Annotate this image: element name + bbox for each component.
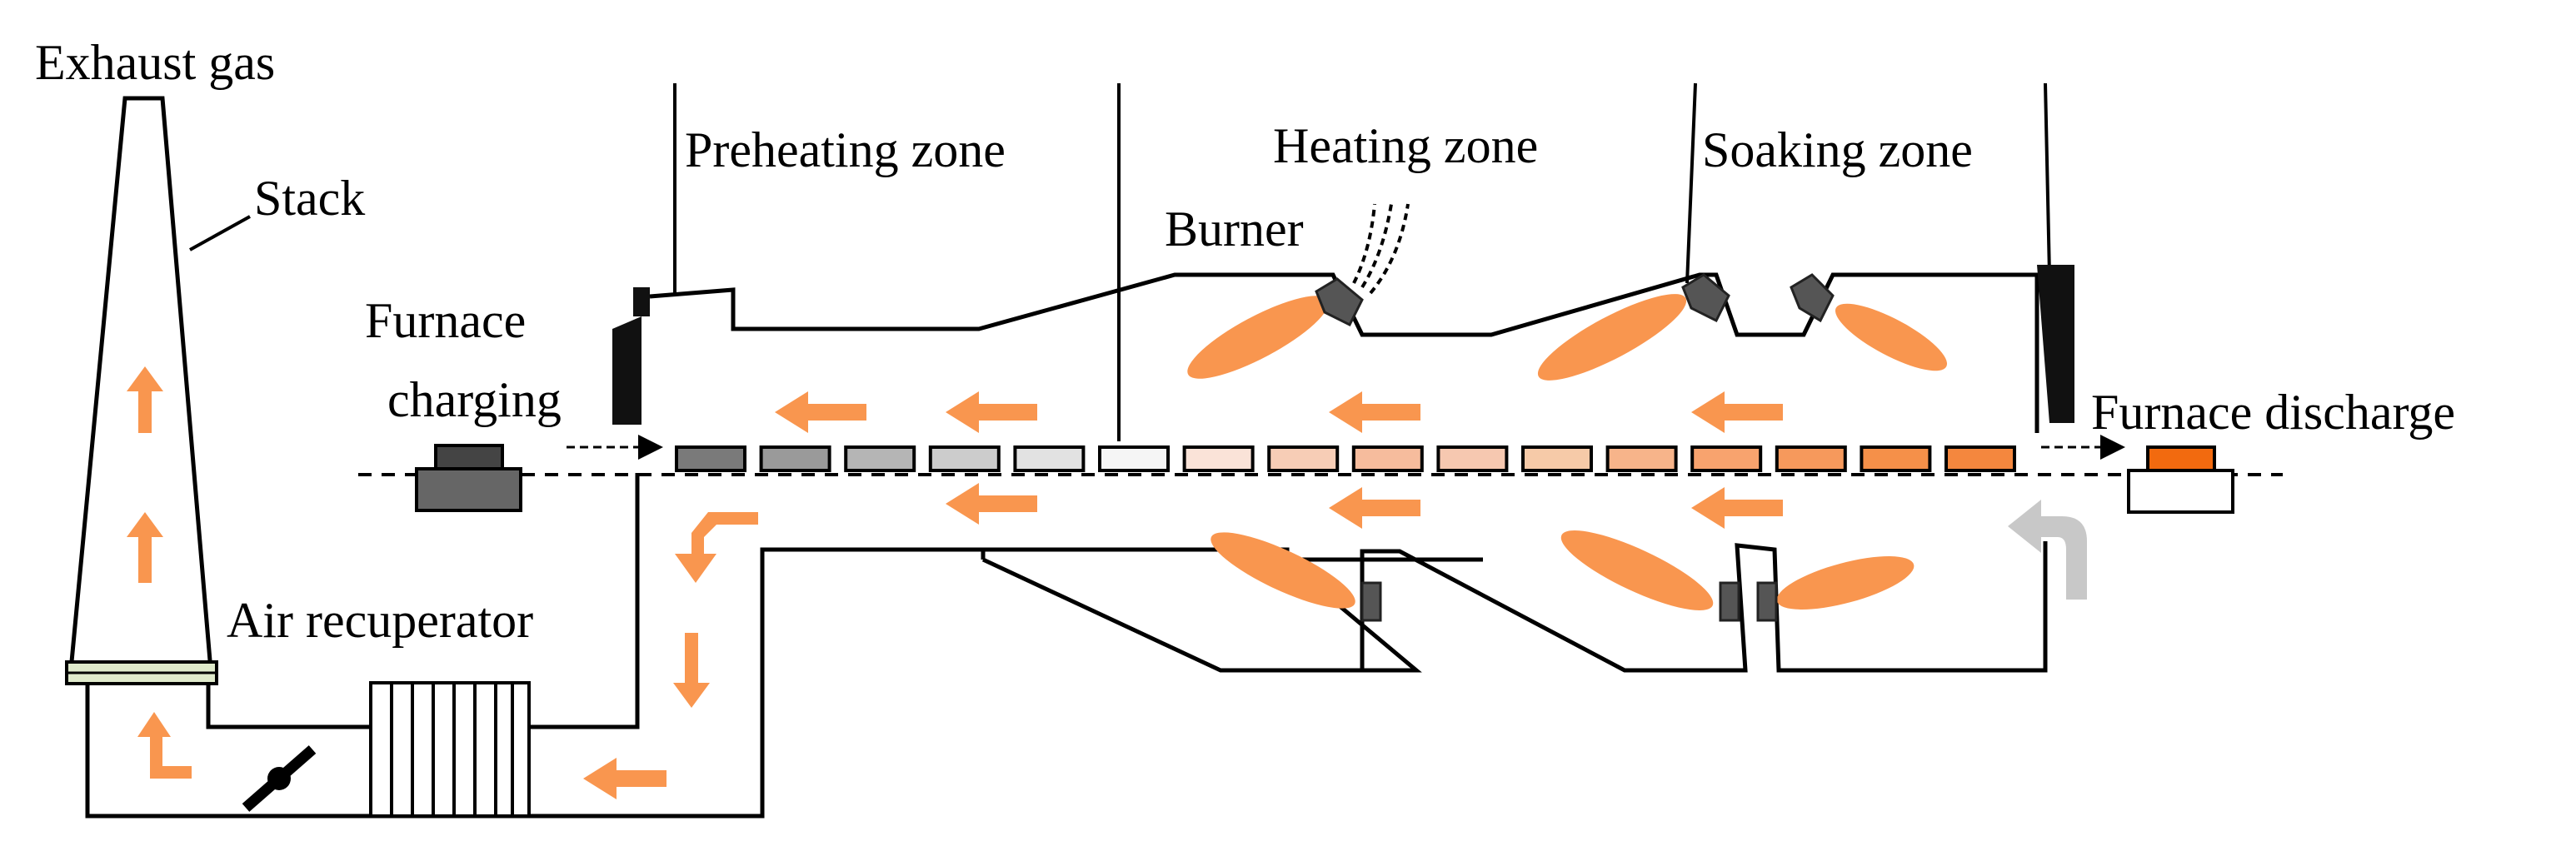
left-arrow [1329,487,1420,529]
flame [1560,530,1714,610]
slab [1267,445,1340,472]
furnace-floor-main [981,541,2048,673]
flame [1211,532,1355,609]
slab [1182,445,1255,472]
air-recuperator [369,681,531,818]
slab [1775,445,1847,472]
slab [675,445,746,472]
preheating-zone-label: Preheating zone [685,122,1006,177]
slab [1436,445,1509,472]
discharge-door [2037,265,2074,423]
left-arrow [775,391,866,433]
slab [1944,445,2016,472]
charged-slab [434,444,504,470]
zone-divider [1685,82,1697,284]
stack-flow-arrows [127,366,192,779]
burners [1315,273,1835,622]
charging-door [612,316,642,425]
left-arrow [1691,487,1783,529]
slab-row [675,445,2016,472]
burner-icon [1719,581,1740,622]
turn-arrow [675,512,758,583]
left-arrow [946,391,1037,433]
left-arrow [946,483,1037,525]
duct-flow-arrows [583,512,758,799]
stack-leader-line [189,215,251,251]
slab [759,445,831,472]
left-arrow [583,758,666,799]
zone-divider [2044,82,2051,276]
down-arrow [673,633,710,708]
burner-label: Burner [1165,202,1304,256]
burner-gas-lines [1352,203,1410,295]
slab [1605,445,1678,472]
slab [1521,445,1593,472]
charging-door-hinge [633,287,650,316]
left-arrow [1691,391,1783,433]
stack-label: Stack [254,171,365,226]
burner-icon [1756,581,1778,622]
air-recuperator-label: Air recuperator [227,593,533,648]
flame [1187,296,1329,379]
heating-zone-label: Heating zone [1273,118,1538,173]
slab [928,445,1001,472]
slab [1351,445,1424,472]
exhaust-gas-label: Exhaust gas [35,35,275,90]
furnace-floor-2 [1285,557,1483,562]
discharged-slab [2146,445,2216,472]
discharge-table [2127,469,2234,514]
charging-table [415,467,522,512]
damper-valve [242,745,317,812]
flame [1835,303,1948,371]
burner-icon [1681,273,1730,323]
slab [1013,445,1086,472]
furnace-flow-arrows [775,391,1783,529]
flames [1187,294,1948,610]
furnace-charging-label-line2: charging [387,372,562,427]
up-arrow [127,366,163,433]
burner-icon [1360,581,1382,622]
furnace-discharge-label: Furnace discharge [2091,385,2455,440]
left-arrow [1329,391,1420,433]
turn-arrow [137,712,192,779]
furnace-charging-label-line1: Furnace [365,293,526,348]
up-arrow [127,512,163,583]
slab [1098,445,1170,472]
burner-icon [1790,273,1835,323]
burner-icon [1315,277,1364,327]
slab [1690,445,1763,472]
slab [1860,445,1932,472]
soaking-zone-label: Soaking zone [1702,122,1973,177]
flame [1776,556,1915,610]
return-air-arrow [2008,500,2087,600]
slab [844,445,916,472]
flame [1537,294,1687,381]
